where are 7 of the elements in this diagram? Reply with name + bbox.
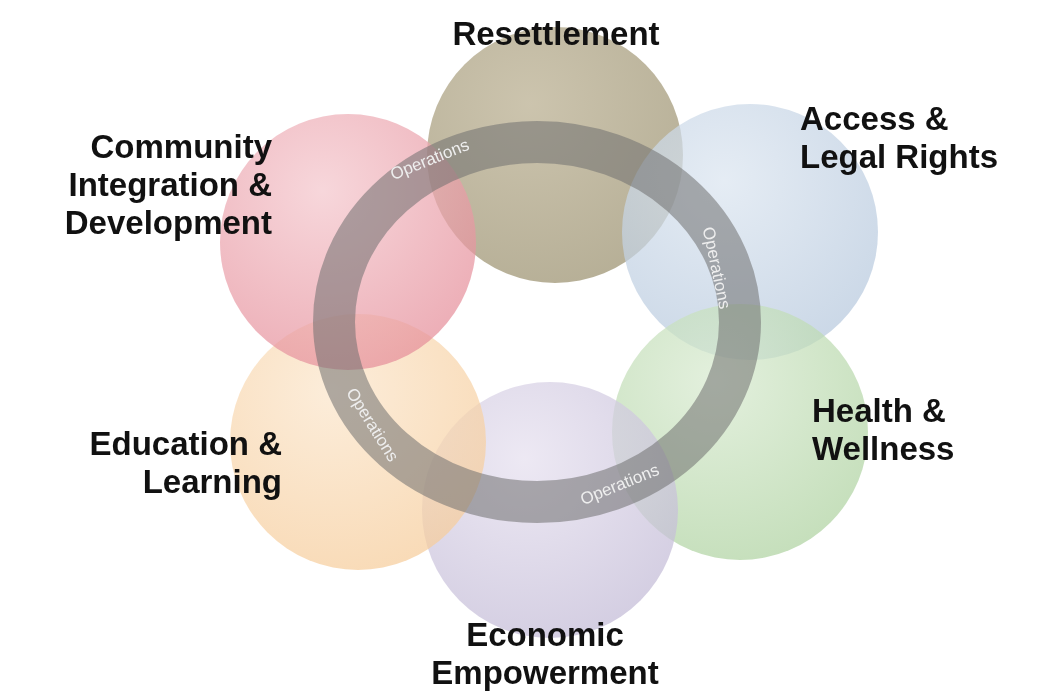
circle-heading: Health & Wellness [812,392,956,468]
ring-label: Operations [697,225,735,311]
circle-heading: Education & Learning [88,425,282,501]
circle-heading: Resettlement [451,15,661,53]
circle-heading: Community Integration & Development [63,128,272,242]
circle-heading: Access & Legal Rights [800,100,1000,176]
circle-heading: Economic Empowerment [430,616,660,692]
